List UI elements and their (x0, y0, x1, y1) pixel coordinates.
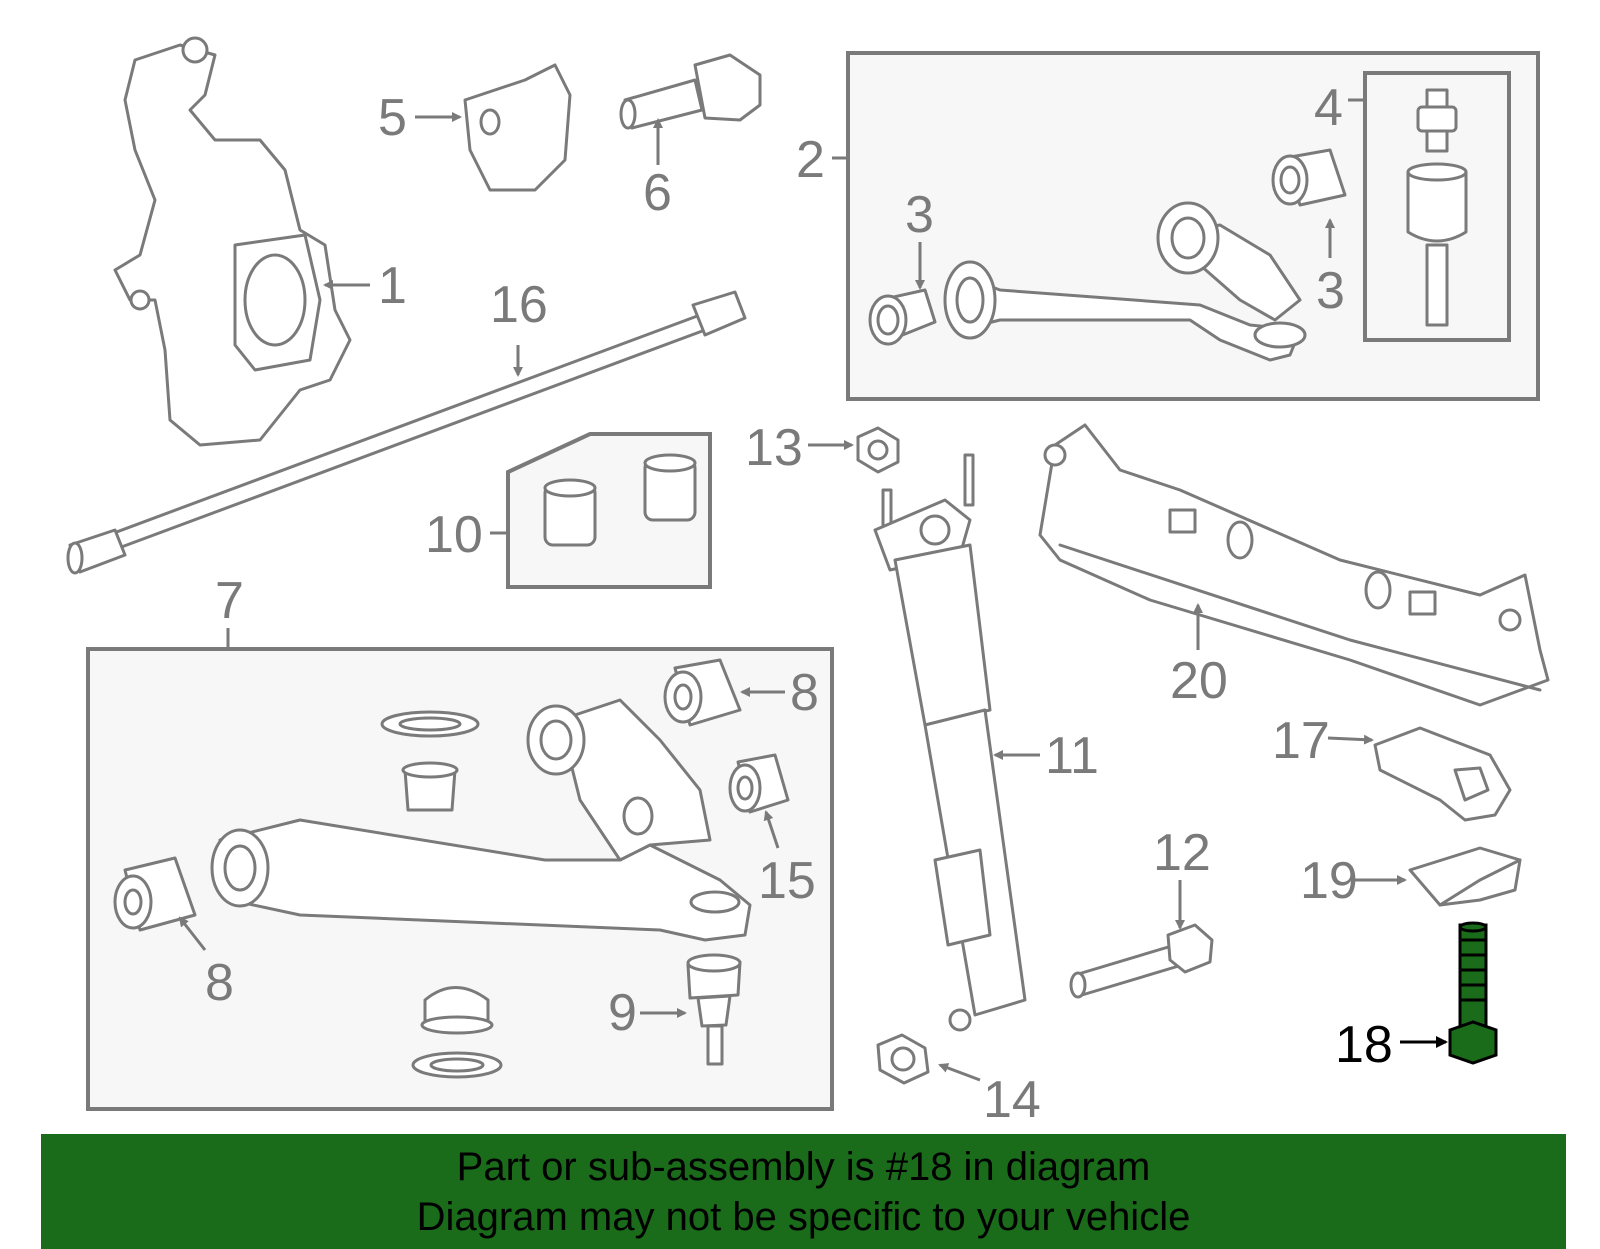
leader-15 (763, 810, 780, 849)
bushing-3b-part (1271, 148, 1347, 207)
leader-8b (178, 916, 207, 951)
callout-3a: 3 (905, 186, 934, 244)
callout-14: 14 (983, 1071, 1041, 1129)
callout-7: 7 (215, 572, 244, 630)
bolt-6-part (619, 53, 762, 130)
callout-6: 6 (643, 164, 672, 222)
upper-control-arm-part (943, 201, 1307, 362)
crossmember-part (1038, 423, 1550, 707)
callout-1: 1 (378, 257, 407, 315)
info-banner: Part or sub-assembly is #18 in diagram D… (41, 1134, 1566, 1249)
bushing-3a-part (868, 288, 937, 346)
bolt-12-part (1069, 923, 1214, 999)
callout-20: 20 (1170, 652, 1228, 710)
ball-joint-4-part (1406, 88, 1468, 327)
callout-3b: 3 (1316, 262, 1345, 320)
bushing-15-part (728, 753, 790, 814)
callout-12: 12 (1153, 824, 1211, 882)
nut-13-part (856, 426, 900, 474)
adjuster-17-part (1373, 726, 1512, 822)
callout-15: 15 (758, 852, 816, 910)
bumper-stop-parts (380, 710, 503, 1079)
lower-control-arm-part (210, 698, 752, 942)
callout-2: 2 (796, 131, 825, 189)
callout-5: 5 (378, 89, 407, 147)
leader-17 (1327, 734, 1374, 745)
bracket-19-part (1408, 846, 1522, 907)
shield-part (463, 63, 572, 192)
nut-14-part (876, 1033, 930, 1085)
bushing-8b-part (113, 856, 197, 932)
callout-8b: 8 (205, 954, 234, 1012)
callout-16: 16 (490, 276, 548, 334)
bolt-18-highlighted-part (1448, 921, 1498, 1065)
ball-joint-9-part (686, 953, 742, 1066)
callout-18-highlighted: 18 (1335, 1016, 1393, 1074)
callout-10: 10 (425, 506, 483, 564)
bumpers-10-part (543, 453, 697, 547)
banner-line-part-number: Part or sub-assembly is #18 in diagram (456, 1145, 1151, 1189)
shock-absorber-part (873, 453, 1027, 1032)
callout-17: 17 (1272, 712, 1330, 770)
callout-11: 11 (1045, 727, 1099, 785)
steering-knuckle-part (113, 36, 352, 447)
callout-4: 4 (1314, 79, 1343, 137)
rod-16-part (66, 290, 747, 575)
banner-line-disclaimer: Diagram may not be specific to your vehi… (416, 1195, 1191, 1239)
callout-13: 13 (745, 419, 803, 477)
leader-14 (938, 1063, 981, 1082)
callout-9: 9 (608, 984, 637, 1042)
callout-8a: 8 (790, 664, 819, 722)
callout-19: 19 (1300, 852, 1358, 910)
bushing-8a-part (663, 658, 742, 727)
